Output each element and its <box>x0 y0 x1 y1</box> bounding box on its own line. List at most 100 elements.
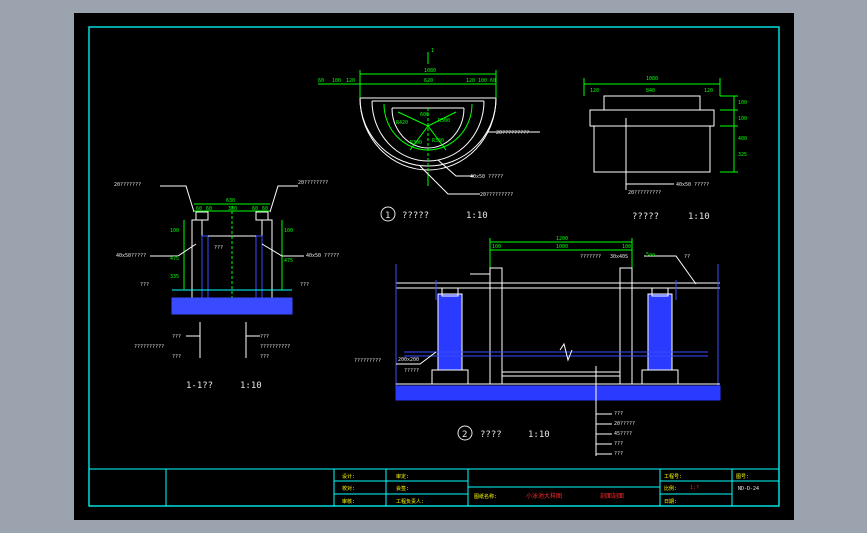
elev-overall-dim: 1080 <box>646 76 658 82</box>
sec2-leader: 45???? <box>614 431 632 437</box>
plan-dim: 120 <box>346 78 355 84</box>
sec1-left-dim: 100 <box>170 228 179 234</box>
sec2-leader: 20????? <box>614 421 635 427</box>
sec1-center-note: ??? <box>214 245 223 251</box>
plan-overall-dim: 1080 <box>424 68 436 74</box>
elev-scale: 1:10 <box>688 212 710 222</box>
sec2-sub-dim: 1000 <box>556 244 568 250</box>
plan-dim: 100 <box>478 78 487 84</box>
elev-title: ????? <box>632 212 659 222</box>
section-2 <box>395 238 721 456</box>
sec1-right-level: ??? <box>300 282 309 288</box>
sec2-left-note-3: ????? <box>404 368 419 374</box>
tb-drawing-name-2: 剖面剖面 <box>600 492 624 500</box>
sec1-bottom-left: ?????????? <box>134 344 164 350</box>
plan-dim: 100 <box>332 78 341 84</box>
section-1-1-text: 20??????? 20???????? 630 60 60 330 60 60… <box>114 180 339 391</box>
sec1-left-level: ??? <box>140 282 149 288</box>
sec2-title-no: 2 <box>462 430 467 440</box>
plan-title: ????? <box>402 211 429 221</box>
tb-label-date: 日期: <box>664 499 677 505</box>
tb-drawing-name-label: 图纸名称: <box>474 493 497 500</box>
sec2-top-dim: 1200 <box>556 236 568 242</box>
plan-note-bottom-2: 20????????? <box>480 192 513 198</box>
plan-dim: 120 <box>466 78 475 84</box>
plan-view <box>318 52 540 195</box>
sec2-leader: ??? <box>614 411 623 417</box>
plan-dim: 620 <box>424 78 433 84</box>
tb-label-check: 校对: <box>342 485 355 492</box>
sec2-sub-dim: 100 <box>492 244 501 250</box>
elev-dim: 840 <box>646 88 655 94</box>
tb-label-design: 设计: <box>342 473 355 480</box>
sec1-bottom-right: ??? <box>260 334 269 340</box>
plan-inner-dim: 600 <box>420 112 429 118</box>
sec1-sub-dim: 60 <box>196 206 202 212</box>
elev-right-dim: 100 <box>738 100 747 106</box>
tb-label-scale: 比例: <box>664 485 677 492</box>
plan-radius: R300 <box>410 140 422 146</box>
sec2-mid-note: ??????? <box>580 254 601 260</box>
elevation-view <box>583 78 738 190</box>
sec1-sub-dim: 60 <box>252 206 258 212</box>
elev-right-dim: 325 <box>738 152 747 158</box>
sec1-bottom-left: ??? <box>172 334 181 340</box>
tb-scale-value: 1:? <box>690 485 699 491</box>
sec1-sub-dim: 60 <box>262 206 268 212</box>
sec2-level-note: 5aa <box>646 252 655 258</box>
tb-label-approve: 审定: <box>396 473 409 480</box>
sec1-title: 1-1?? <box>186 381 213 391</box>
sec1-left-dim: 335 <box>170 274 179 280</box>
elev-dim: 120 <box>590 88 599 94</box>
sheet-background <box>74 13 794 520</box>
plan-radius: R420 <box>396 120 408 126</box>
sec2-left-note: ????????? <box>354 358 381 364</box>
elevation-view-text: 1080 120 840 120 100 100 400 325 40x50 ?… <box>590 76 747 222</box>
tb-drawing-name-1: 小泳池大样图 <box>526 492 562 500</box>
plan-note-right: 20????????? <box>496 130 529 136</box>
elev-dim: 120 <box>704 88 713 94</box>
plan-radius: R500 <box>438 118 450 124</box>
tb-label-review: 审核: <box>342 498 355 505</box>
sec1-note-tr: 20???????? <box>298 180 328 186</box>
plan-dim: 60 <box>318 78 324 84</box>
tb-label-sign: 会签: <box>396 485 409 492</box>
sec1-scale: 1:10 <box>240 381 262 391</box>
sec2-leader: ??? <box>614 441 623 447</box>
plan-scale: 1:10 <box>466 211 488 221</box>
sec2-right-tag: ?? <box>684 254 690 260</box>
sec1-note-tl: 20??????? <box>114 182 141 188</box>
sec1-bottom-left: ??? <box>172 354 181 360</box>
sec1-sub-dim: 330 <box>228 206 237 212</box>
sec1-left-note: 40x50????? <box>116 253 146 259</box>
plan-note-bottom-1: 40x50 ????? <box>470 174 503 180</box>
sec2-left-note-2: 200x200 <box>398 357 419 363</box>
sec1-sub-dim: 60 <box>206 206 212 212</box>
elev-note: 40x50 ????? <box>676 182 709 188</box>
elev-note-2: 20????????? <box>628 190 661 196</box>
title-block <box>88 468 780 507</box>
sec1-bottom-right: ?????????? <box>260 344 290 350</box>
sec1-right-note: 40x50 ????? <box>306 253 339 259</box>
sec2-mid-note-2: 30x40S <box>610 254 628 260</box>
sec1-left-dim: 475 <box>170 256 179 262</box>
plan-cut-mark: 1 <box>431 48 434 54</box>
sec1-top-dim: 630 <box>226 198 235 204</box>
sec1-right-dim: 100 <box>284 228 293 234</box>
sec1-right-dim: 475 <box>284 258 293 264</box>
tb-label-project-no: 工程号: <box>664 473 682 480</box>
sec2-scale: 1:10 <box>528 430 550 440</box>
plan-title-circle <box>380 206 396 222</box>
plan-view-text: 1 1080 60 100 120 620 120 100 60 600 R42… <box>318 48 529 222</box>
plan-radius: R330 <box>432 138 444 144</box>
sec2-title: ???? <box>480 430 502 440</box>
tb-label-leader: 工程负责人: <box>396 498 424 505</box>
plan-title-no: 1 <box>385 211 390 221</box>
tb-sheet-no: ND-D-24 <box>738 486 759 492</box>
sec2-sub-dim: 100 <box>622 244 631 250</box>
sec2-title-circle <box>457 425 473 441</box>
tb-label-sheet: 图号: <box>736 474 749 480</box>
section-2-text: 1200 100 1000 100 ??????? 30x40S 5aa ?? … <box>354 236 690 457</box>
plan-dim: 60 <box>490 78 496 84</box>
